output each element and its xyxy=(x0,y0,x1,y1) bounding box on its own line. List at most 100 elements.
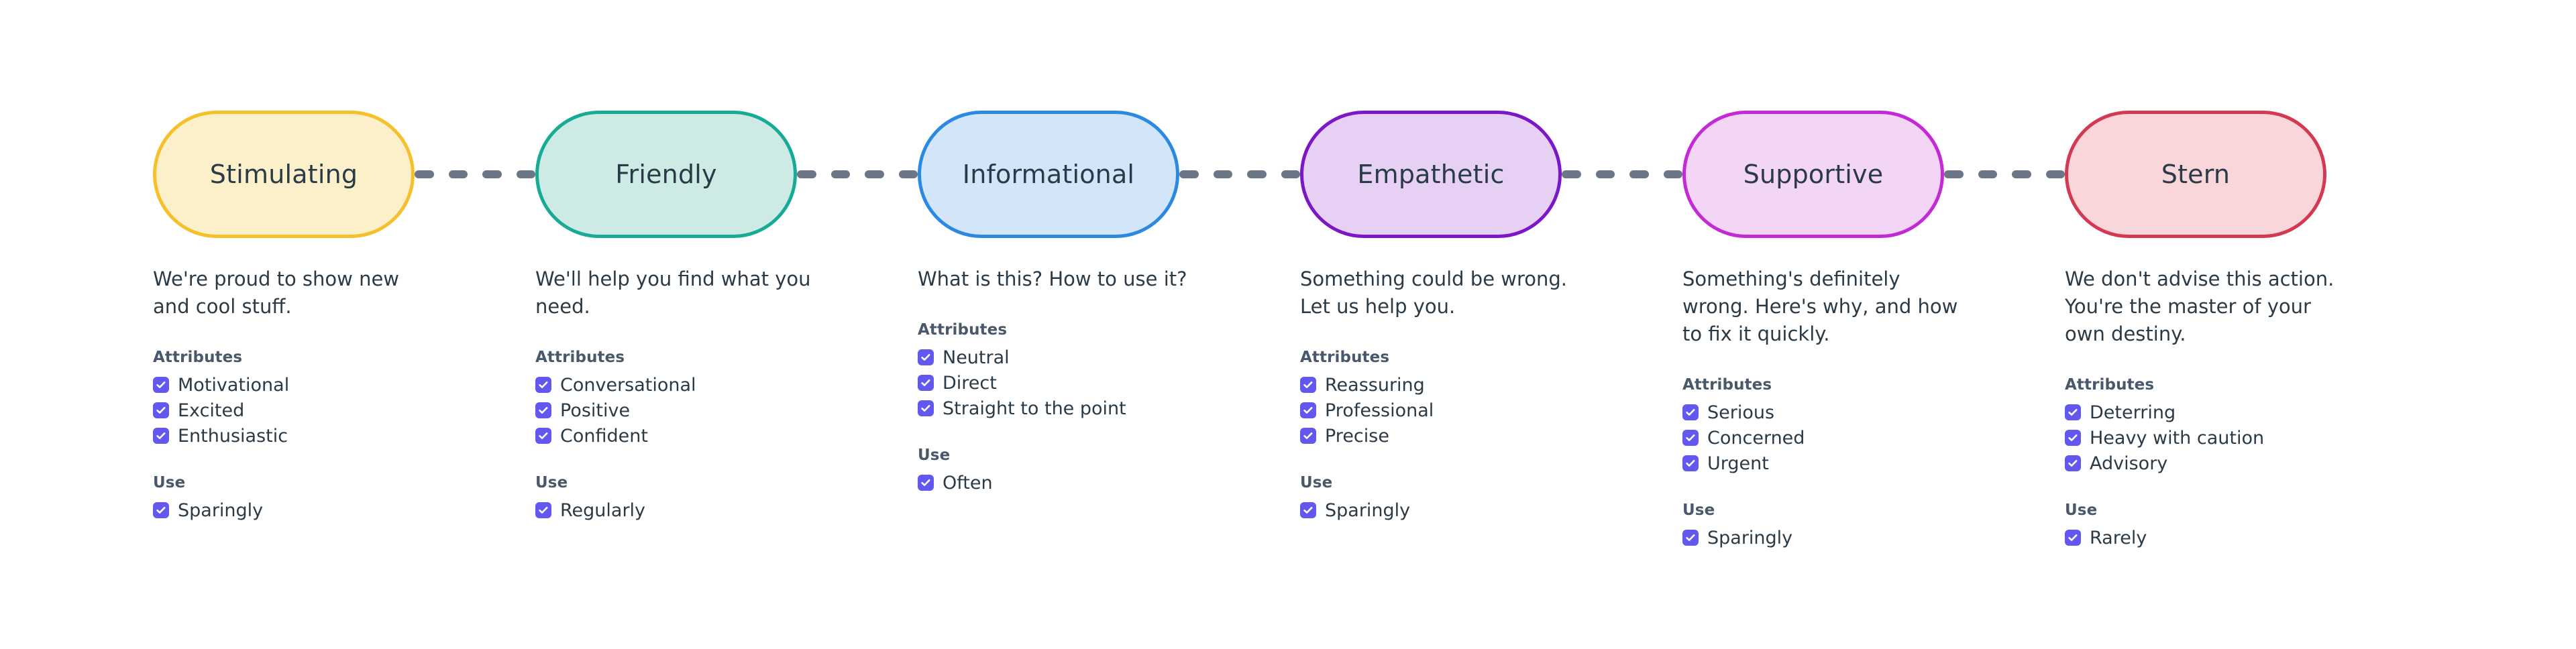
attributes-heading: Attributes xyxy=(2065,376,2155,394)
checklist-item[interactable]: Motivational xyxy=(153,372,468,398)
checklist-item-label: Conversational xyxy=(560,374,696,396)
tone-pill-label: Stimulating xyxy=(209,160,358,189)
checklist-item[interactable]: Sparingly xyxy=(1682,525,1998,550)
tone-pill-row: Stimulating xyxy=(153,107,535,241)
check-icon[interactable] xyxy=(153,402,169,418)
checklist-item-label: Often xyxy=(943,472,993,493)
checklist-item-label: Excited xyxy=(178,400,245,421)
check-icon[interactable] xyxy=(1300,502,1316,518)
check-icon[interactable] xyxy=(153,502,169,518)
dash-icon xyxy=(2012,170,2031,178)
dash-icon xyxy=(448,170,468,178)
checklist-item[interactable]: Direct xyxy=(918,370,1233,396)
dash-icon xyxy=(1663,170,1682,178)
check-icon[interactable] xyxy=(2065,455,2081,471)
checklist-item[interactable]: Regularly xyxy=(535,497,851,523)
checklist-item[interactable]: Sparingly xyxy=(1300,497,1615,523)
checklist-item-label: Concerned xyxy=(1707,427,1805,449)
check-icon[interactable] xyxy=(1300,402,1316,418)
checklist-item[interactable]: Conversational xyxy=(535,372,851,398)
check-icon[interactable] xyxy=(153,377,169,393)
tone-pill[interactable]: Informational xyxy=(918,111,1179,238)
checklist-item[interactable]: Often xyxy=(918,470,1233,495)
tone-description: We're proud to show new and cool stuff. xyxy=(153,268,400,318)
checklist-item[interactable]: Urgent xyxy=(1682,451,1998,476)
checklist-item[interactable]: Confident xyxy=(535,423,851,449)
attributes-heading: Attributes xyxy=(1300,349,1390,366)
dash-icon xyxy=(1179,170,1199,178)
checklist-item[interactable]: Professional xyxy=(1300,398,1615,423)
check-icon[interactable] xyxy=(1682,430,1699,446)
checklist-item-label: Direct xyxy=(943,372,997,394)
dash-icon xyxy=(516,170,535,178)
check-icon[interactable] xyxy=(1682,404,1699,420)
check-icon[interactable] xyxy=(153,428,169,444)
dash-icon xyxy=(1562,170,1581,178)
attributes-heading: Attributes xyxy=(535,349,625,366)
check-icon[interactable] xyxy=(918,400,934,416)
check-icon[interactable] xyxy=(535,428,551,444)
checklist-item-label: Confident xyxy=(560,425,648,447)
check-icon[interactable] xyxy=(918,349,934,365)
tone-description: We'll help you find what you need. xyxy=(535,268,811,318)
check-icon[interactable] xyxy=(2065,404,2081,420)
tone-pill[interactable]: Friendly xyxy=(535,111,797,238)
checklist-item[interactable]: Precise xyxy=(1300,423,1615,449)
use-heading: Use xyxy=(918,447,951,464)
checklist-item[interactable]: Advisory xyxy=(2065,451,2380,476)
checklist-item[interactable]: Excited xyxy=(153,398,468,423)
tone-pill[interactable]: Stern xyxy=(2065,111,2326,238)
tone-pill[interactable]: Stimulating xyxy=(153,111,415,238)
dash-icon xyxy=(1629,170,1649,178)
checklist-item-label: Straight to the point xyxy=(943,398,1126,419)
checklist-item-label: Precise xyxy=(1325,425,1389,447)
check-icon[interactable] xyxy=(2065,430,2081,446)
checklist-item[interactable]: Sparingly xyxy=(153,497,468,523)
checklist-item[interactable]: Deterring xyxy=(2065,400,2380,425)
checklist-item-label: Professional xyxy=(1325,400,1434,421)
attributes-heading: Attributes xyxy=(153,349,243,366)
check-icon[interactable] xyxy=(1300,377,1316,393)
checklist-item[interactable]: Rarely xyxy=(2065,525,2380,550)
checklist-item[interactable]: Enthusiastic xyxy=(153,423,468,449)
check-icon[interactable] xyxy=(535,502,551,518)
check-icon[interactable] xyxy=(535,402,551,418)
check-icon[interactable] xyxy=(918,475,934,491)
tone-description: Something could be wrong. Let us help yo… xyxy=(1300,268,1568,318)
checklist-item[interactable]: Positive xyxy=(535,398,851,423)
check-icon[interactable] xyxy=(1300,428,1316,444)
check-icon[interactable] xyxy=(2065,530,2081,546)
tone-pill-row: Friendly xyxy=(535,107,918,241)
dash-icon xyxy=(1281,170,1300,178)
check-icon[interactable] xyxy=(918,375,934,391)
check-icon[interactable] xyxy=(535,377,551,393)
check-icon[interactable] xyxy=(1682,455,1699,471)
tone-pill[interactable]: Supportive xyxy=(1682,111,1944,238)
checklist-item[interactable]: Serious xyxy=(1682,400,1998,425)
dash-connector xyxy=(415,170,535,178)
use-heading: Use xyxy=(1300,474,1333,491)
tone-pill[interactable]: Empathetic xyxy=(1300,111,1562,238)
checklist-item-label: Enthusiastic xyxy=(178,425,288,447)
checklist-item[interactable]: Concerned xyxy=(1682,425,1998,451)
checklist-item[interactable]: Neutral xyxy=(918,345,1233,370)
use-heading: Use xyxy=(1682,501,1715,519)
checklist-item[interactable]: Reassuring xyxy=(1300,372,1615,398)
check-icon[interactable] xyxy=(1682,530,1699,546)
tone-pill-label: Empathetic xyxy=(1357,160,1505,189)
checklist-item-label: Rarely xyxy=(2090,527,2147,548)
dash-icon xyxy=(415,170,434,178)
checklist-item[interactable]: Straight to the point xyxy=(918,396,1233,421)
tone-pill-row: Informational xyxy=(918,107,1300,241)
checklist-item[interactable]: Heavy with caution xyxy=(2065,425,2380,451)
